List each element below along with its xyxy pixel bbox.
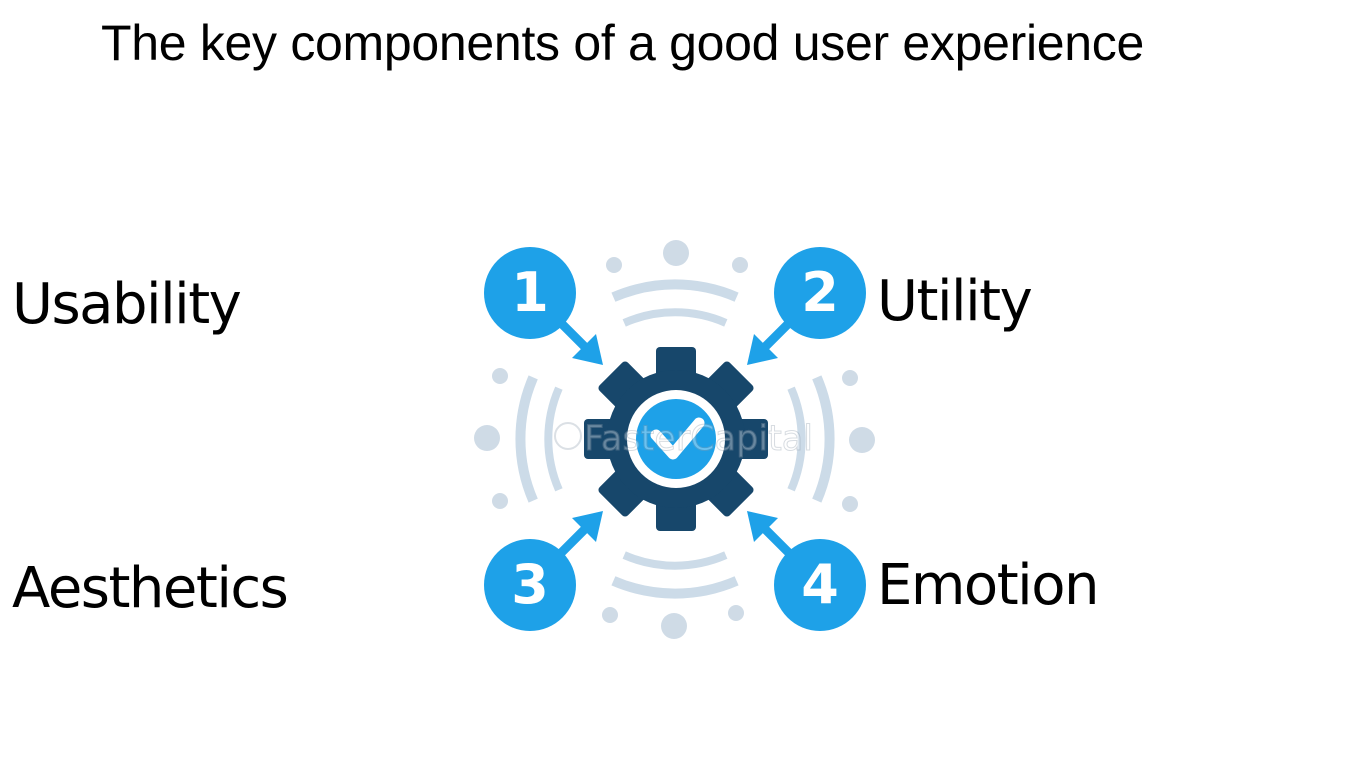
watermark-logo: FasterCapital [554, 419, 813, 460]
diagram-graphic: FasterCapital 1 2 3 4 [474, 240, 875, 639]
component-label-usability: Usability [12, 272, 242, 337]
page-title: The key components of a good user experi… [101, 15, 1145, 71]
component-label-emotion: Emotion [877, 553, 1099, 618]
badge-number-3: 3 [511, 553, 549, 616]
svg-text:FasterCapital: FasterCapital [584, 419, 813, 459]
badge-2: 2 [774, 247, 866, 339]
badge-number-4: 4 [801, 553, 839, 616]
concentric-rings [515, 279, 835, 599]
badge-3: 3 [484, 539, 576, 631]
badge-number-2: 2 [801, 261, 839, 324]
arrow-3 [551, 511, 603, 563]
component-label-utility: Utility [877, 269, 1033, 334]
badge-1: 1 [484, 247, 576, 339]
badge-4: 4 [774, 539, 866, 631]
component-label-aesthetics: Aesthetics [12, 556, 289, 621]
gear-icon [584, 347, 768, 531]
decorative-dots [474, 240, 875, 639]
badge-number-1: 1 [511, 261, 549, 324]
arrow-2 [747, 313, 799, 365]
arrow-1 [551, 313, 603, 365]
ux-components-diagram: FasterCapital 1 2 3 4 [460, 228, 890, 653]
arrow-4 [747, 511, 799, 563]
checkmark-icon [650, 417, 705, 460]
